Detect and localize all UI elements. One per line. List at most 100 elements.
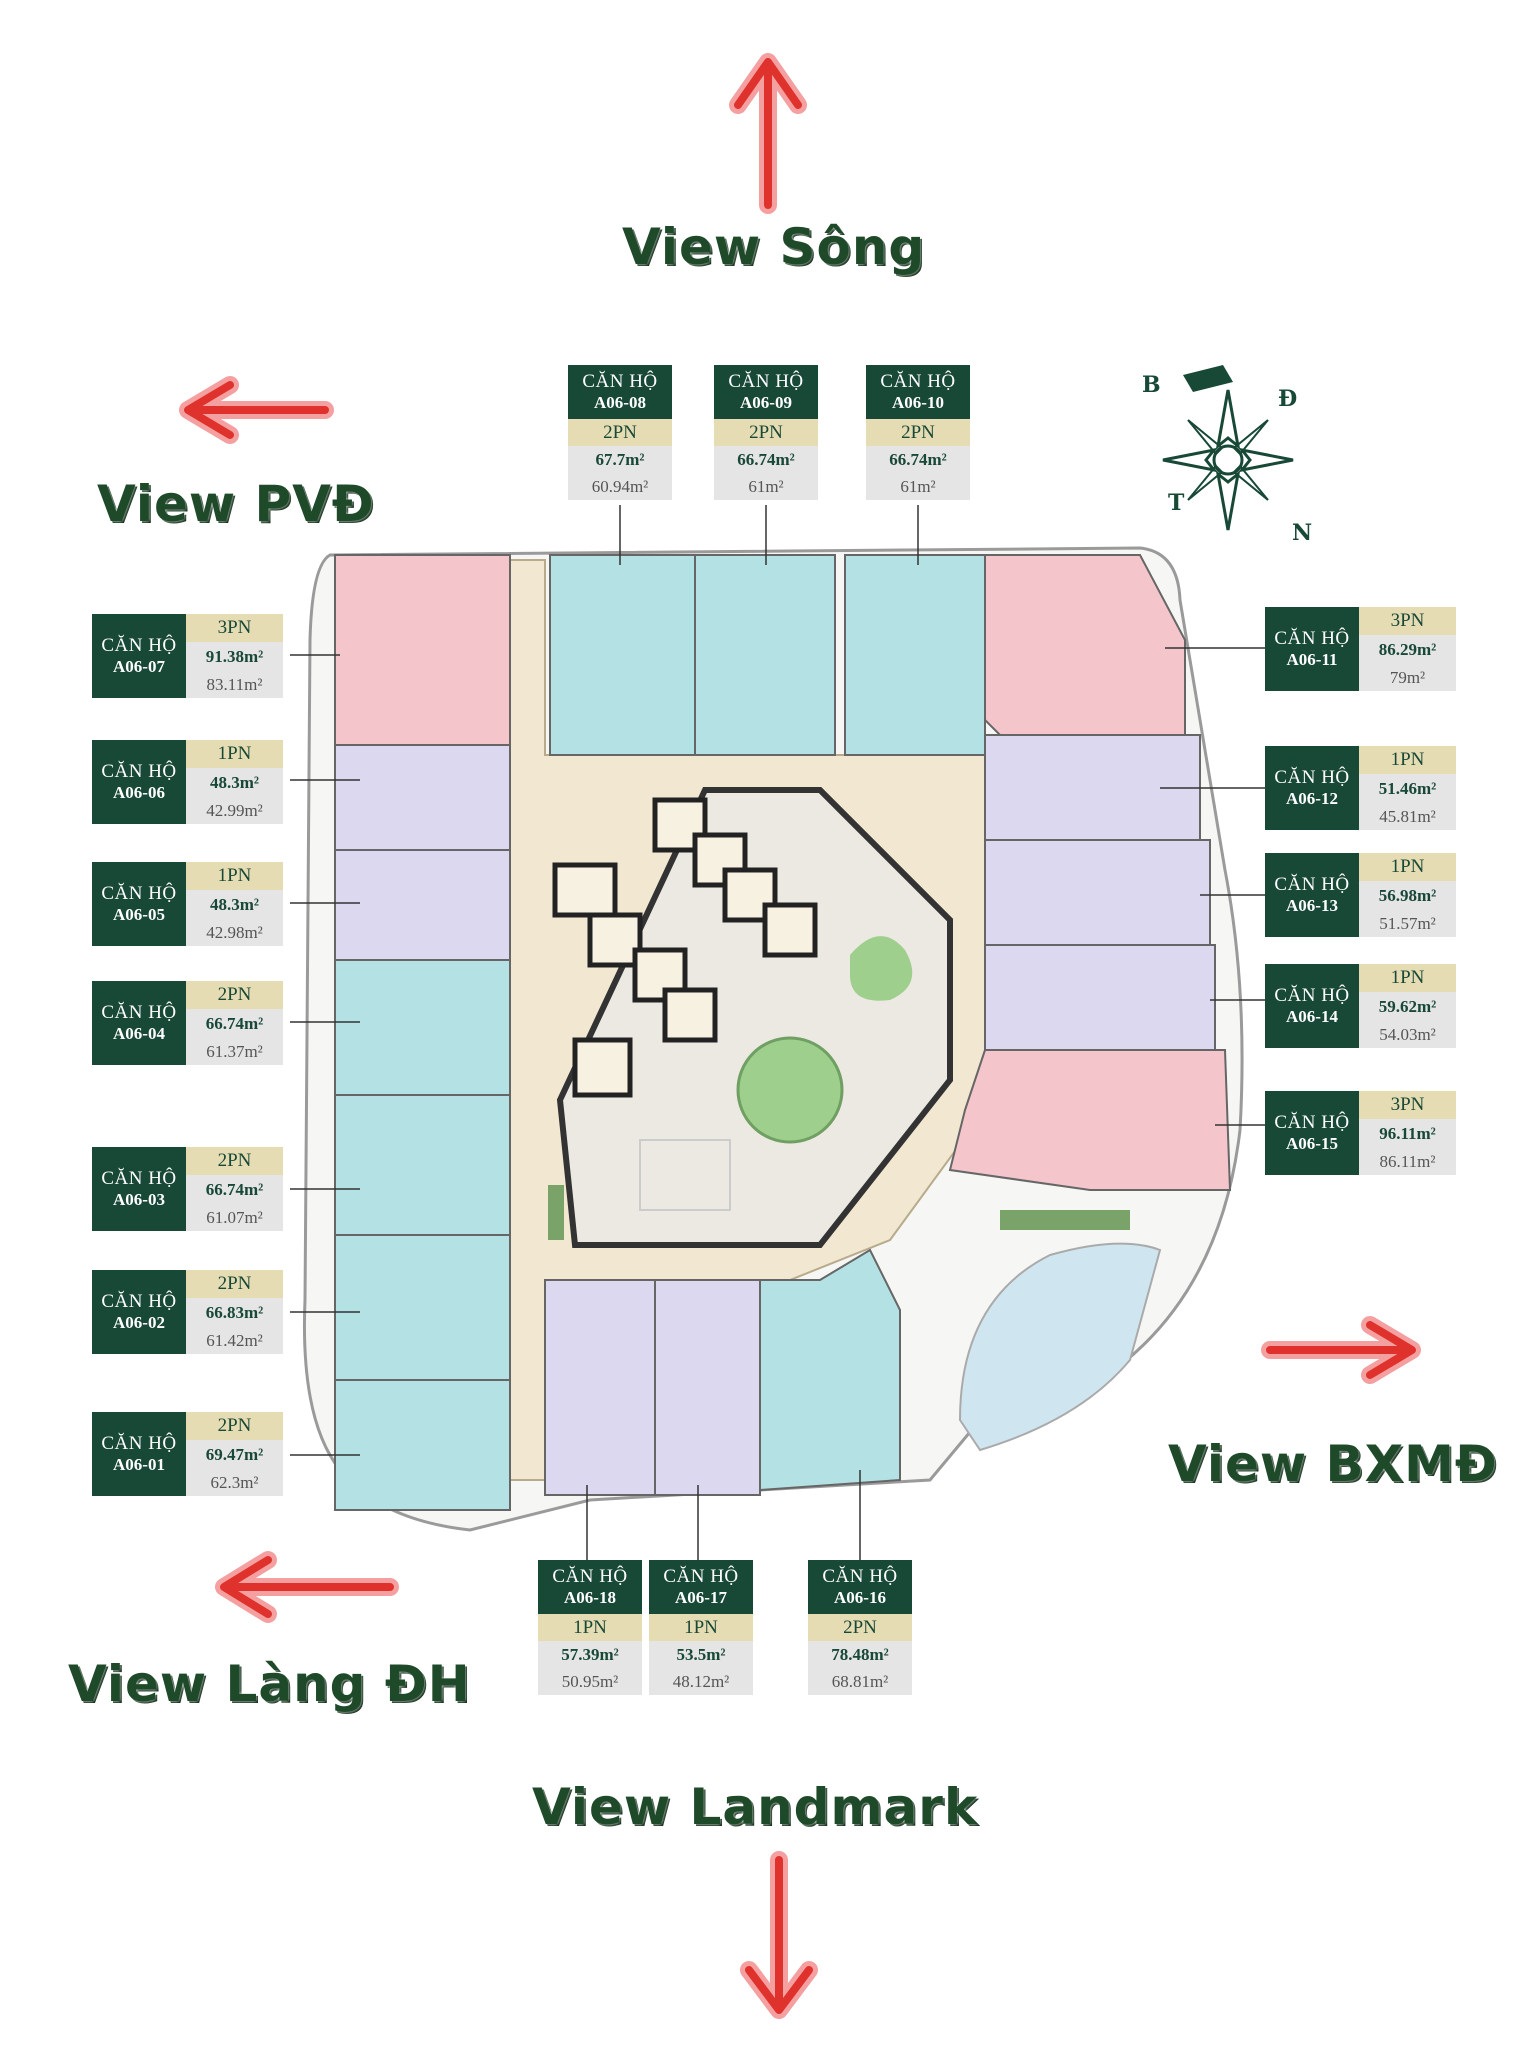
card-net: 61m² (866, 474, 970, 500)
card-net: 86.11m² (1359, 1149, 1456, 1175)
card-head: CĂN HỘ (101, 1002, 177, 1023)
card-type: 1PN (186, 740, 283, 768)
card-code: A06-13 (1286, 896, 1338, 915)
card-type: 2PN (568, 419, 672, 446)
card-head: CĂN HỘ (582, 371, 658, 392)
card-type: 2PN (866, 419, 970, 446)
elevator-core (552, 797, 818, 1098)
courtyard-lawn-circle (736, 1036, 844, 1144)
compass-south-letter: N (1292, 520, 1313, 546)
card-area: 69.47m² (186, 1440, 283, 1470)
card-area: 53.5m² (649, 1641, 753, 1669)
card-type: 2PN (186, 981, 283, 1009)
card-head: CĂN HỘ (1274, 767, 1350, 788)
card-area: 78.48m² (808, 1641, 912, 1669)
card-type: 1PN (1359, 746, 1456, 774)
arrows (179, 53, 1421, 2019)
card-area: 66.74m² (714, 446, 818, 474)
card-code: A06-16 (834, 1588, 886, 1607)
card-head: CĂN HỘ (1274, 1112, 1350, 1133)
card-net: 62.3m² (186, 1470, 283, 1496)
card-area: 59.62m² (1359, 992, 1456, 1022)
view-label-left-bottom: View Làng ĐH (68, 1655, 471, 1713)
card-head: CĂN HỘ (728, 371, 804, 392)
card-head: CĂN HỘ (822, 1566, 898, 1587)
card-area: 66.83m² (186, 1298, 283, 1328)
card-area: 48.3m² (186, 890, 283, 920)
arrow-left-top (179, 376, 334, 444)
arrow-up (729, 53, 807, 214)
card-type: 3PN (1359, 1091, 1456, 1119)
pool (958, 1242, 1162, 1452)
card-area: 66.74m² (186, 1009, 283, 1039)
card-code: A06-05 (113, 905, 165, 924)
card-net: 68.81m² (808, 1669, 912, 1695)
card-type: 1PN (1359, 853, 1456, 881)
card-area: 96.11m² (1359, 1119, 1456, 1149)
card-net: 50.95m² (538, 1669, 642, 1695)
card-code: A06-03 (113, 1190, 165, 1209)
card-code: A06-18 (564, 1588, 616, 1607)
card-net: 61.42m² (186, 1328, 283, 1354)
compass-north-letter: B (1142, 372, 1161, 398)
card-code: A06-17 (675, 1588, 727, 1607)
card-net: 42.99m² (186, 798, 283, 824)
unit-A06-07-area (334, 554, 511, 746)
units-bottom (544, 1248, 901, 1496)
arrow-down (740, 1851, 818, 2019)
card-code: A06-12 (1286, 789, 1338, 808)
view-label-right: View BXMĐ (1168, 1435, 1498, 1493)
courtyard-paving (639, 1139, 731, 1211)
planter-left (548, 1185, 564, 1240)
card-area: 51.46m² (1359, 774, 1456, 804)
arrow-left-bottom (215, 1551, 399, 1623)
courtyard (556, 787, 953, 1248)
card-area: 57.39m² (538, 1641, 642, 1669)
card-head: CĂN HỘ (1274, 874, 1350, 895)
card-head: CĂN HỘ (101, 1168, 177, 1189)
card-code: A06-10 (892, 393, 944, 412)
compass-west-letter: T (1168, 490, 1185, 516)
card-type: 1PN (186, 862, 283, 890)
card-area: 66.74m² (866, 446, 970, 474)
card-net: 42.98m² (186, 920, 283, 946)
card-code: A06-14 (1286, 1007, 1338, 1026)
card-area: 66.74m² (186, 1175, 283, 1205)
card-code: A06-09 (740, 393, 792, 412)
courtyard-lawn-blob (850, 936, 913, 1001)
card-type: 1PN (538, 1614, 642, 1641)
card-head: CĂN HỘ (552, 1566, 628, 1587)
compass-rose (1162, 365, 1294, 531)
card-net: 79m² (1359, 665, 1456, 691)
units-left (334, 744, 511, 1511)
units-right (948, 554, 1232, 1191)
card-head: CĂN HỘ (663, 1566, 739, 1587)
card-type: 2PN (186, 1147, 283, 1175)
card-type: 1PN (1359, 964, 1456, 992)
card-type: 3PN (186, 614, 283, 642)
units-top (549, 554, 986, 756)
view-label-left-top: View PVĐ (97, 475, 375, 533)
card-type: 2PN (186, 1270, 283, 1298)
arrow-right (1261, 1316, 1421, 1384)
card-head: CĂN HỘ (1274, 628, 1350, 649)
